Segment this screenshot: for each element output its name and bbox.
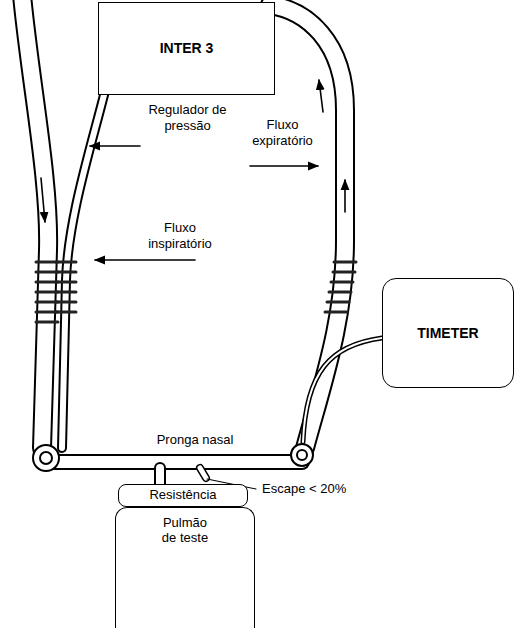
expiratory-tube xyxy=(270,5,345,448)
prong-connector xyxy=(40,452,52,464)
node-text: Pulmão de teste xyxy=(157,516,213,546)
inspiratory-tube-inner xyxy=(22,0,48,448)
flow-label: Fluxo inspiratório xyxy=(140,220,220,251)
sensor-cable-inner xyxy=(303,338,382,442)
note-label: Escape < 20% xyxy=(262,481,372,497)
sleeve-shading xyxy=(56,262,76,312)
nasal-prong-inner xyxy=(42,456,302,468)
part-label: Pronga nasal xyxy=(145,432,245,448)
nasal-prong xyxy=(42,454,302,470)
direction-arrow xyxy=(95,259,195,261)
lung-tube xyxy=(154,468,166,484)
node-text: INTER 3 xyxy=(160,40,214,56)
sleeve-shading xyxy=(325,262,356,312)
prong-connector xyxy=(33,445,59,471)
prong-connector xyxy=(291,444,313,466)
leak-tube xyxy=(200,468,206,478)
flow-arrow xyxy=(41,178,45,222)
inspiratory-tube xyxy=(22,0,48,448)
test-lung-box: Pulmão de teste xyxy=(115,507,255,628)
direction-arrow xyxy=(90,145,140,147)
monitor-box: TIMETER xyxy=(382,278,514,388)
leak-tube-inner xyxy=(200,468,206,478)
expiratory-tube-inner xyxy=(270,5,345,448)
flow-arrow xyxy=(319,80,323,112)
node-text: Resistência xyxy=(149,488,216,503)
resistance-box: Resistência xyxy=(118,484,248,507)
flow-label: Regulador de pressão xyxy=(140,102,235,133)
node-text: TIMETER xyxy=(417,325,478,341)
sensor-cable xyxy=(303,338,382,442)
prong-connector xyxy=(297,450,307,460)
direction-arrow xyxy=(250,165,318,167)
device-box: INTER 3 xyxy=(98,2,275,95)
lung-tube-inner xyxy=(156,468,164,484)
flow-arrow xyxy=(344,180,346,212)
flow-label: Fluxo expiratório xyxy=(240,117,325,148)
